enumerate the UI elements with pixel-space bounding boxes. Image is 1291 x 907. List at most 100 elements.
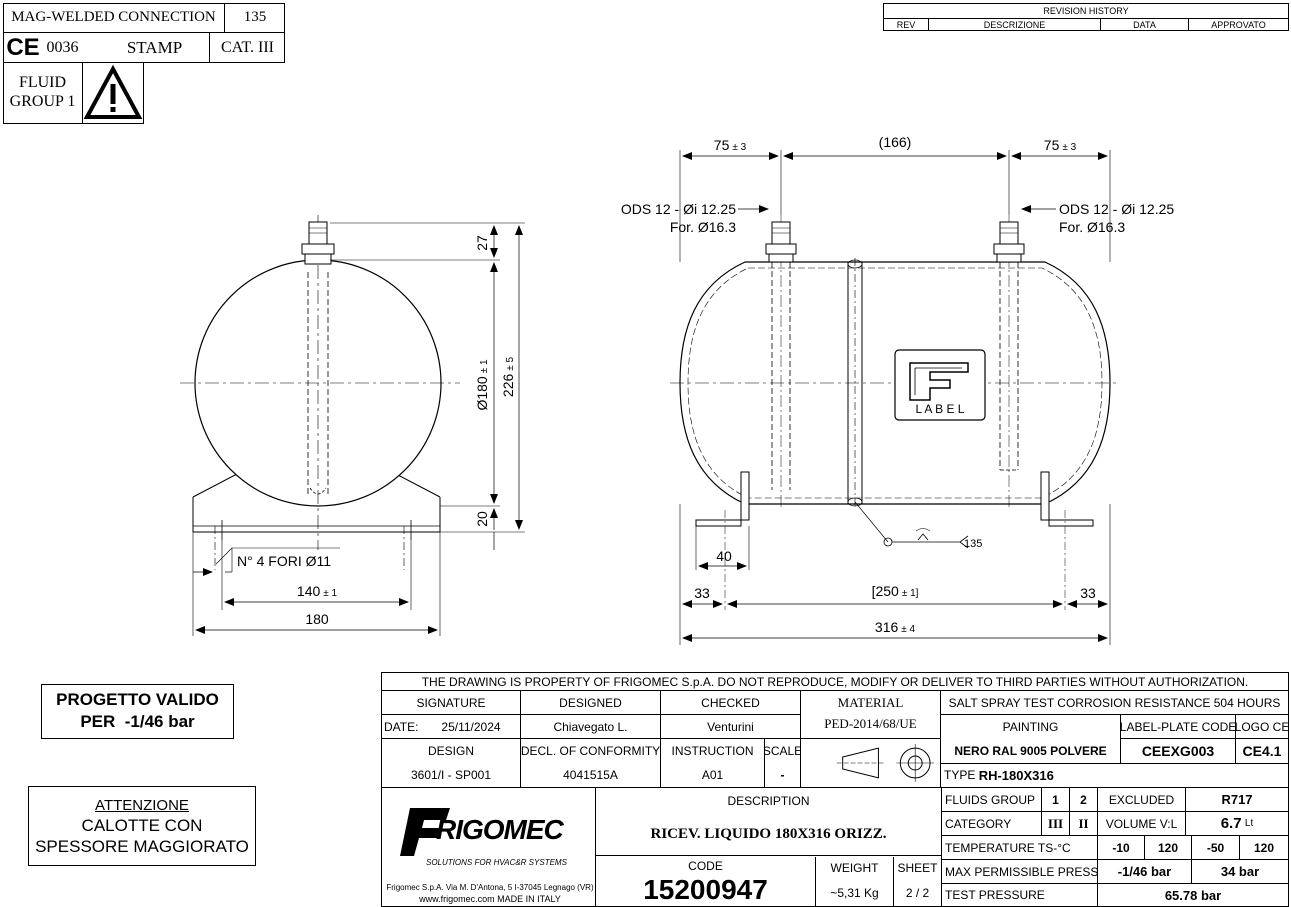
max-pressure-value1: -1/46 bar (1098, 860, 1192, 884)
company-tagline: SOLUTIONS FOR HVAC&R SYSTEMS (426, 858, 567, 867)
validity-line1: PROGETTO VALIDO (56, 690, 219, 709)
sheet-value: 2 / 2 (905, 885, 930, 900)
notified-body-number: 0036 (46, 39, 79, 56)
revision-history-title: REVISION HISTORY (883, 3, 1289, 18)
date-label: DATE: (384, 720, 418, 734)
code-label: CODE (596, 857, 816, 875)
approvato-col: APPROVATO (1211, 19, 1266, 30)
front-view (670, 215, 1120, 610)
weld-number: 135 (225, 3, 285, 33)
designed-value: Chiavegato L. (521, 715, 661, 739)
fluid-group-text: FLUID GROUP 1 (3, 62, 83, 124)
attention-line1: CALOTTE CON (81, 816, 203, 835)
label-plate-text: L A B E L (916, 402, 965, 416)
company-logo-area: RIGOMEC SOLUTIONS FOR HVAC&R SYSTEMS Fri… (382, 788, 596, 906)
label-plate-label: LABEL-PLATE CODE (1121, 715, 1236, 739)
design-value: 3601/I - SP001 (382, 763, 521, 787)
fluids-group-2: 2 (1070, 788, 1098, 812)
volume-unit: Lt (1244, 818, 1254, 829)
date-value: 25/11/2024 (422, 715, 521, 739)
dim-top-fitting: 27 (474, 235, 490, 251)
temperature-label: TEMPERATURE TS-°C (942, 836, 1098, 860)
company-logo: RIGOMEC SOLUTIONS FOR HVAC&R SYSTEMS (400, 806, 580, 867)
dim-width: 180 (305, 611, 329, 627)
projection-symbol-icon (836, 739, 941, 787)
dim-base-span: [250± 1] (872, 583, 919, 599)
painting-value: NERO RAL 9005 POLVERE (941, 739, 1121, 763)
weld-connection-label: MAG-WELDED CONNECTION (3, 3, 225, 33)
dim-diameter: Ø180± 1 (474, 359, 490, 411)
validity-note: PROGETTO VALIDO PER -1/46 bar (41, 684, 234, 739)
weld-connection-box (3, 3, 285, 63)
description-value: RICEV. LIQUIDO 180X316 ORIZZ. (596, 814, 941, 856)
dim-total-length: 316± 4 (875, 619, 916, 635)
excluded-label: EXCLUDED (1098, 788, 1186, 812)
logo-ce-label: LOGO CE (1236, 715, 1288, 739)
company-web: www.frigomec.com MADE IN ITALY (419, 894, 561, 904)
fluid-group-line1: FLUID (18, 74, 67, 91)
type-row: TYPE RH-180X316 (941, 763, 1288, 787)
category-spec-label: CATEGORY (942, 812, 1042, 836)
company-address: Frigomec S.p.A. Via M. D'Antona, 5 I-370… (386, 883, 594, 892)
fitting-note-right-line2: For. Ø16.3 (1059, 219, 1125, 235)
weight-label: WEIGHT (816, 857, 894, 879)
rev-col: REV (884, 19, 929, 30)
attention-note: ATTENZIONE CALOTTE CON SPESSORE MAGGIORA… (28, 786, 256, 866)
dim-left-offset: 33 (694, 585, 710, 601)
sheet-label: SHEET (897, 861, 938, 875)
dim-fitting-spacing: (166) (879, 134, 912, 150)
material-value: PED-2014/68/UE (801, 709, 941, 739)
fluids-group-1: 1 (1042, 788, 1070, 812)
label-plate-value: CEEXG003 (1121, 739, 1236, 763)
volume-label: VOLUME V:L (1098, 812, 1186, 836)
instruction-value: A01 (661, 763, 765, 787)
category-label: CAT. III (220, 39, 275, 56)
attention-line2: SPESSORE MAGGIORATO (35, 837, 249, 856)
checked-label: CHECKED (661, 691, 801, 715)
instruction-label: INSTRUCTION (661, 739, 765, 763)
temp-min-1: -10 (1098, 836, 1145, 860)
validity-line2: PER -1/46 bar (80, 712, 195, 731)
description-label: DESCRIPTION (727, 794, 810, 808)
design-label: DESIGN (382, 739, 521, 763)
test-pressure-label: TEST PRESSURE (942, 884, 1098, 906)
test-pressure-value: 65.78 bar (1164, 887, 1222, 903)
frigomec-f-icon (400, 806, 452, 858)
fitting-note-left-line2: For. Ø16.3 (670, 219, 736, 235)
decl-label: DECL. OF CONFORMITY (521, 739, 661, 763)
fluid-group-box (3, 62, 144, 124)
max-pressure-label: MAX PERMISSIBLE PRESSURE (942, 860, 1098, 884)
data-col: DATA (1101, 19, 1189, 30)
temp-max-1: 120 (1145, 836, 1192, 860)
volume-cell: 6.7 Lt (1186, 812, 1288, 836)
material-label: MATERIAL (801, 691, 941, 715)
fluids-group-label: FLUIDS GROUP (942, 788, 1042, 812)
dim-right-fitting: 75± 3 (1044, 137, 1077, 153)
painting-label: PAINTING (941, 715, 1121, 739)
side-view (180, 215, 525, 636)
scale-value: - (765, 763, 801, 787)
salt-spray-note: SALT SPRAY TEST CORROSION RESISTANCE 504… (941, 691, 1288, 715)
dim-left-fitting: 75± 3 (714, 137, 747, 153)
warning-icon (83, 64, 143, 119)
property-notice: THE DRAWING IS PROPERTY OF FRIGOMEC S.p.… (382, 673, 1288, 691)
excluded-value: R717 (1186, 788, 1288, 812)
checked-value: Venturini (661, 715, 801, 739)
dim-foot: 20 (474, 511, 490, 527)
type-label: TYPE (944, 768, 976, 782)
weld-symbol-number: 135 (964, 538, 982, 550)
revision-history-header: REV DESCRIZIONE DATA APPROVATO (883, 18, 1289, 31)
front-view-dimensions (679, 150, 1111, 645)
company-brand: RIGOMEC (436, 814, 564, 845)
dim-right-offset: 33 (1080, 585, 1096, 601)
max-pressure-value2: 34 bar (1192, 860, 1288, 884)
ce-mark: CE (6, 34, 40, 61)
fitting-note-left-line1: ODS 12 - Øi 12.25 (621, 201, 736, 217)
title-block: THE DRAWING IS PROPERTY OF FRIGOMEC S.p.… (381, 672, 1289, 907)
temp-max-2: 120 (1240, 836, 1288, 860)
technical-drawing: 27 Ø180± 1 226± 5 20 N° 4 FORI Ø11 140± … (180, 134, 1174, 645)
decl-value: 4041515A (521, 763, 661, 787)
logo-ce-value: CE4.1 (1242, 743, 1282, 759)
temp-min-2: -50 (1192, 836, 1240, 860)
category-2: II (1070, 812, 1098, 836)
